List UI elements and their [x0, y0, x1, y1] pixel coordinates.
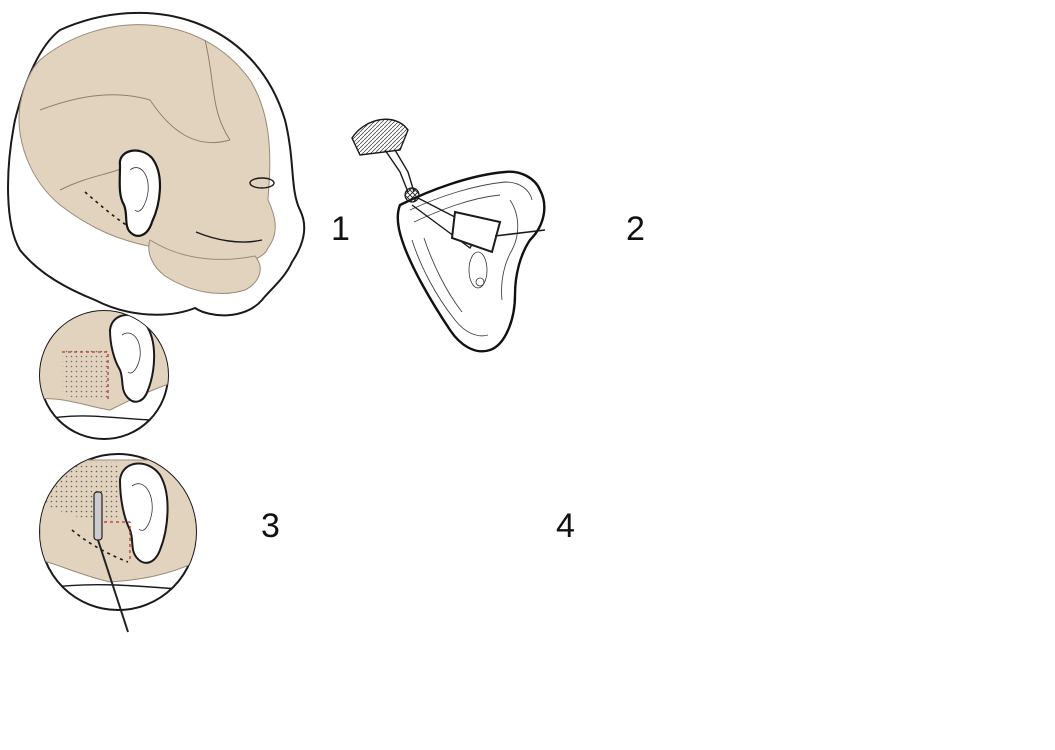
step-1-label: 1: [331, 212, 350, 246]
step-1-illustration: [352, 119, 545, 351]
step-2-label: 2: [626, 212, 645, 246]
step-3-label: 3: [261, 509, 280, 543]
detail-circle-incision-site: [30, 300, 180, 439]
infant-head-preop: [8, 13, 304, 316]
step-4-label: 4: [556, 509, 575, 543]
detail-circle-drill-guide: [40, 454, 200, 632]
